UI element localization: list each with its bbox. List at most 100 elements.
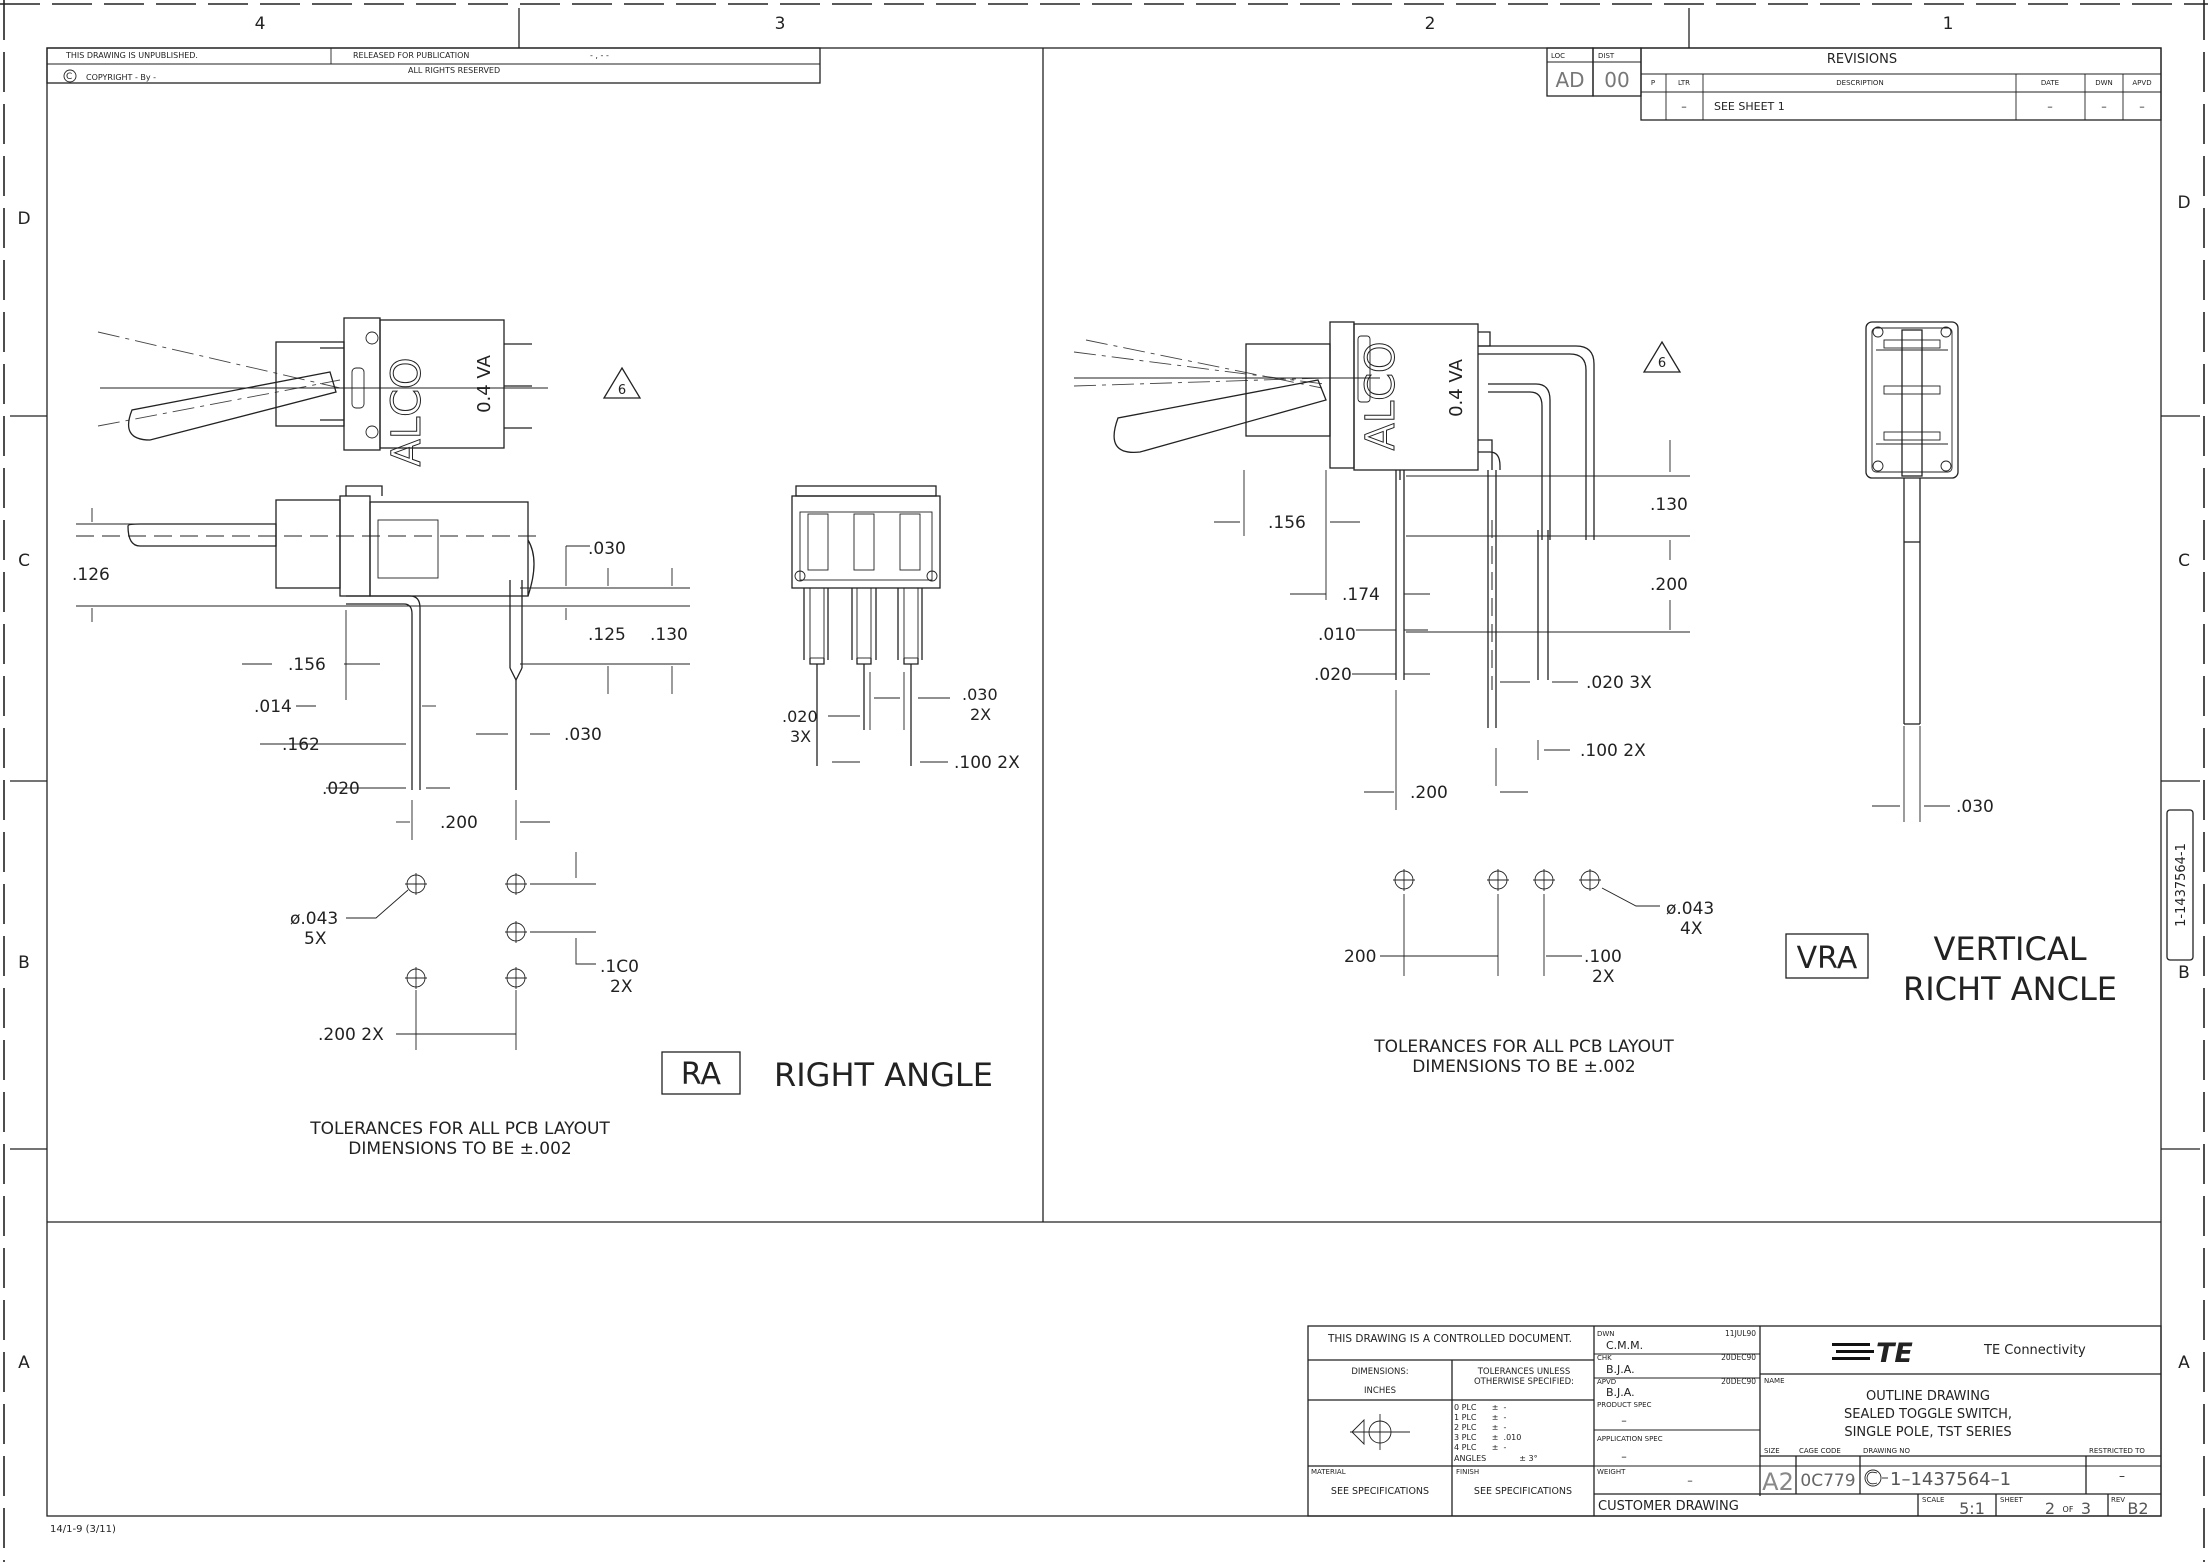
tol-row-angles: ANGLES ± 3°	[1454, 1454, 1538, 1463]
restricted-label: RESTRICTED TO	[2089, 1447, 2145, 1455]
rev-row-dwn: –	[2101, 100, 2107, 113]
zone-3: 3	[775, 14, 786, 34]
vra-dim-020-3x: .020 3X	[1586, 673, 1652, 693]
name-label: NAME	[1764, 1377, 1785, 1385]
vra-dim-030: .030	[1956, 797, 1994, 817]
zone-a-right: A	[2178, 1353, 2190, 1373]
rev-row-date: –	[2047, 100, 2053, 113]
tolerances-label-2: OTHERWISE SPECIFIED:	[1474, 1377, 1574, 1387]
drawing-number-value: 1–1437564–1	[1890, 1469, 2011, 1490]
ra-dim-014: .014	[254, 697, 292, 717]
rev-header-description: DESCRIPTION	[1836, 79, 1883, 87]
tol-row-2: 2 PLC ± -	[1454, 1423, 1507, 1432]
ra-tolerance-line-2: DIMENSIONS TO BE ±.002	[348, 1139, 571, 1159]
ra-hole-qty: 5X	[304, 929, 327, 949]
restricted-value: –	[2119, 1469, 2125, 1483]
ra-badge-box	[661, 1051, 741, 1095]
ra-dim-126: .126	[72, 565, 110, 585]
chk-label: CHK	[1597, 1354, 1612, 1362]
ra-dim-156: .156	[288, 655, 326, 675]
rights-note: ALL RIGHTS RESERVED	[408, 66, 500, 75]
zone-d-left: D	[17, 209, 30, 229]
rev-value: B2	[2127, 1499, 2148, 1518]
material-label: MATERIAL	[1311, 1468, 1346, 1476]
vra-end-view	[1865, 321, 1959, 822]
ra-view-title: RIGHT ANGLE	[774, 1056, 993, 1094]
sheet-of-value: 3	[2081, 1499, 2091, 1518]
apvd-label: APVD	[1597, 1378, 1616, 1386]
vra-badge-box	[1785, 933, 1869, 979]
cage-code-label: CAGE CODE	[1799, 1447, 1841, 1455]
ra-tolerance-line-1: TOLERANCES FOR ALL PCB LAYOUT	[309, 1119, 610, 1139]
product-spec-label: PRODUCT SPEC	[1597, 1401, 1652, 1409]
vra-pcb-layout	[1380, 869, 1660, 976]
ra-end-dim-100: .100 2X	[954, 753, 1020, 773]
ra-body-mark-alco: ALCO	[384, 357, 430, 466]
form-code: 14/1-9 (3/11)	[50, 1524, 116, 1535]
rev-row-description: SEE SHEET 1	[1714, 100, 1785, 113]
zone-4: 4	[255, 14, 266, 34]
vra-badge: VRA	[1797, 941, 1858, 976]
controlled-note: THIS DRAWING IS A CONTROLLED DOCUMENT.	[1327, 1333, 1572, 1345]
vra-hole-diameter: ø.043	[1666, 899, 1714, 919]
scale-label: SCALE	[1922, 1496, 1944, 1504]
ra-dim-130: .130	[650, 625, 688, 645]
vra-tolerance-line-1: TOLERANCES FOR ALL PCB LAYOUT	[1373, 1037, 1674, 1057]
ra-end-dim-020: .020	[782, 707, 818, 726]
vra-pitch-100: .100	[1584, 947, 1622, 967]
product-spec-value: –	[1621, 1414, 1627, 1427]
ra-side-view	[76, 485, 536, 790]
ra-end-view	[791, 485, 950, 766]
rev-row-ltr: –	[1681, 100, 1687, 113]
vra-dim-010: .010	[1318, 625, 1356, 645]
drawing-name-2: SEALED TOGGLE SWITCH,	[1844, 1407, 2012, 1422]
zone-2: 2	[1425, 14, 1436, 34]
vra-view-title-1: VERTICAL	[1933, 930, 2086, 968]
zone-d-right: D	[2177, 193, 2190, 213]
sheet-value: 2	[2045, 1499, 2055, 1518]
drawing-name-3: SINGLE POLE, TST SERIES	[1844, 1425, 2011, 1440]
sheet-of-label: OF	[2063, 1505, 2074, 1514]
vra-dim-130: .130	[1650, 495, 1688, 515]
rev-label: REV	[2111, 1496, 2125, 1504]
zone-c-right: C	[2178, 551, 2190, 571]
zone-c-left: C	[18, 551, 30, 571]
tol-row-3: 3 PLC ± .010	[1454, 1433, 1521, 1442]
vra-body-mark-va: 0.4 VA	[1446, 358, 1467, 417]
vra-dim-100-2x: .100 2X	[1580, 741, 1646, 761]
ra-pitch-200: .200 2X	[318, 1025, 384, 1045]
size-value: A2	[1762, 1468, 1794, 1496]
apvd-name: B.J.A.	[1606, 1386, 1635, 1399]
dwn-label: DWN	[1597, 1330, 1615, 1338]
vra-pitch-200: 200	[1344, 947, 1376, 967]
ra-dim-162: .162	[282, 735, 320, 755]
ra-pitch-100: .1C0	[600, 957, 639, 977]
ra-dim-030-top: .030	[588, 539, 626, 559]
ra-end-dim-020-qty: 3X	[790, 727, 811, 746]
ra-note-triangle-number: 6	[618, 383, 626, 398]
copyright-note: COPYRIGHT - By -	[86, 73, 156, 82]
ra-badge: RA	[681, 1057, 722, 1092]
dwn-name: C.M.M.	[1606, 1339, 1643, 1352]
finish-value: SEE SPECIFICATIONS	[1474, 1486, 1572, 1497]
chk-name: B.J.A.	[1606, 1363, 1635, 1376]
vra-view-title-2: RICHT ANCLE	[1903, 970, 2117, 1008]
ra-dim-030-side: .030	[564, 725, 602, 745]
ra-pcb-layout	[346, 852, 596, 1050]
title-block-frame	[1307, 1325, 2162, 1517]
sheet-label: SHEET	[2000, 1496, 2024, 1504]
dist-value: 00	[1604, 68, 1629, 92]
vra-dim-174: .174	[1342, 585, 1380, 605]
application-spec-value: –	[1621, 1450, 1627, 1463]
chk-date: 20DEC90	[1721, 1353, 1756, 1362]
finish-label: FINISH	[1456, 1468, 1479, 1476]
vra-side-view	[1073, 321, 1595, 728]
loc-label: LOC	[1551, 52, 1565, 60]
header-strip	[46, 47, 821, 84]
dist-label: DIST	[1598, 52, 1615, 60]
ra-end-dim-030: .030	[962, 685, 998, 704]
tol-row-0: 0 PLC ± -	[1454, 1403, 1507, 1412]
ra-body-mark-va: 0.4 VA	[474, 354, 495, 413]
revisions-title: REVISIONS	[1827, 52, 1897, 67]
